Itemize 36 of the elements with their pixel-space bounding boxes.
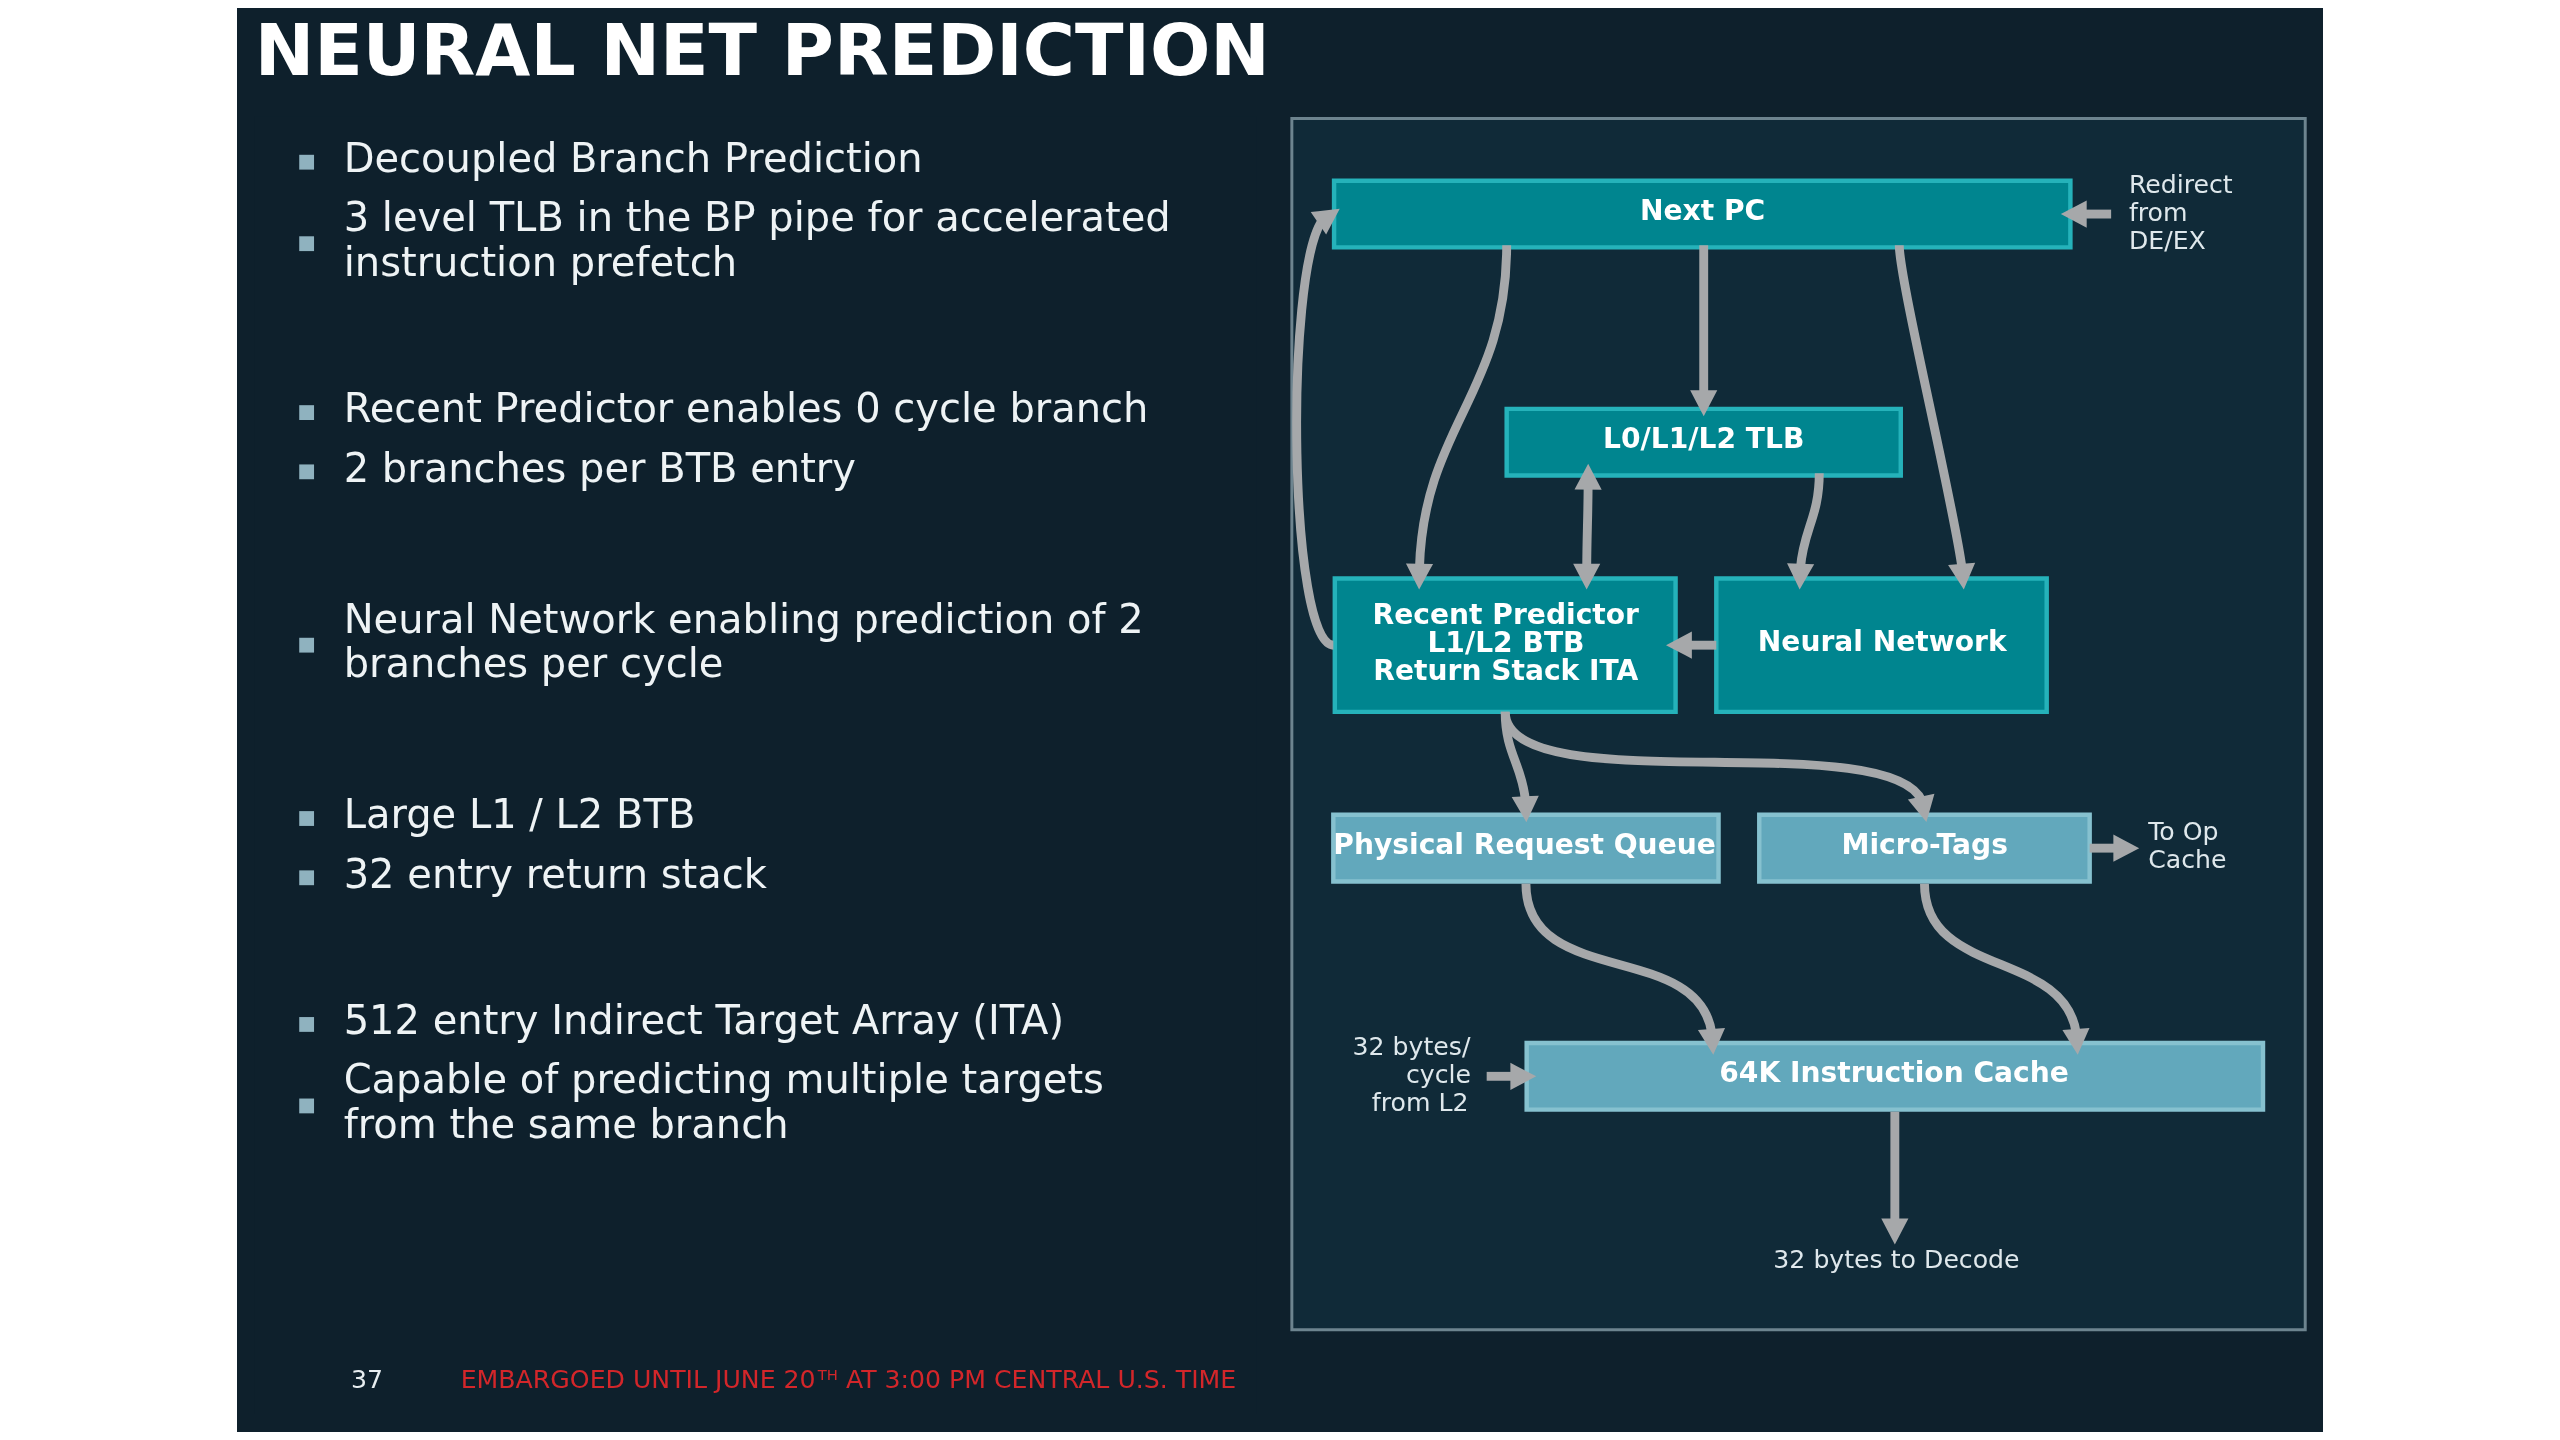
label: Capable of predicting multiple targets from the same branch: [343, 1056, 1104, 1147]
node-box: Next PC: [1331, 178, 2073, 250]
arrow: [1920, 883, 2090, 1055]
arrow: [2060, 200, 2112, 228]
label: Recent Predictor enables 0 cycle branch: [343, 385, 1149, 432]
arrow: [2089, 834, 2140, 862]
node-text: Redirect from DE/EX: [2128, 169, 2233, 256]
label: 32 entry return stack: [343, 850, 767, 897]
arrow: [1486, 1062, 1537, 1090]
node-box: Recent Predictor L1/L2 BTB Return Stack ITA: [1332, 576, 1678, 715]
node-text: 32 bytes to Decode: [1773, 1245, 2020, 1275]
arrow: [1521, 883, 1726, 1055]
label: Large L1 / L2 BTB: [343, 791, 696, 838]
node-box: Neural Network: [1714, 576, 2049, 715]
node-box: L0/L1/L2 TLB: [1504, 406, 1903, 478]
arrow: [1501, 710, 1935, 822]
arrow: [1690, 245, 1718, 417]
node-box: Physical Request Queue: [1331, 812, 1721, 884]
node-box: 64K Instruction Cache: [1524, 1040, 2266, 1112]
node-text: To Op Cache: [2148, 817, 2227, 875]
arrow: [1666, 631, 1717, 659]
arrow: [1894, 244, 1976, 590]
node-text: 32 bytes/ cycle from L2: [1352, 1031, 1471, 1118]
node-box: Micro-Tags: [1757, 812, 2092, 884]
label: 37: [351, 1365, 384, 1395]
arrow: [1405, 244, 1512, 590]
arrow: [1881, 1111, 1909, 1245]
label: Neural Network enabling prediction of 2 branches per cycle: [343, 595, 1144, 687]
arrow: [1573, 463, 1602, 590]
arrow: [1787, 473, 1824, 590]
label: 512 entry Indirect Target Array (ITA): [343, 997, 1065, 1044]
arrow: [1292, 208, 1340, 649]
diagram-title: NEURAL NET PREDICTION: [254, 9, 1270, 93]
label: Decoupled Branch Prediction: [343, 134, 923, 181]
label: 3 level TLB in the BP pipe for accelerated instruction prefetch: [343, 194, 1171, 285]
label: 2 branches per BTB entry: [343, 444, 856, 491]
